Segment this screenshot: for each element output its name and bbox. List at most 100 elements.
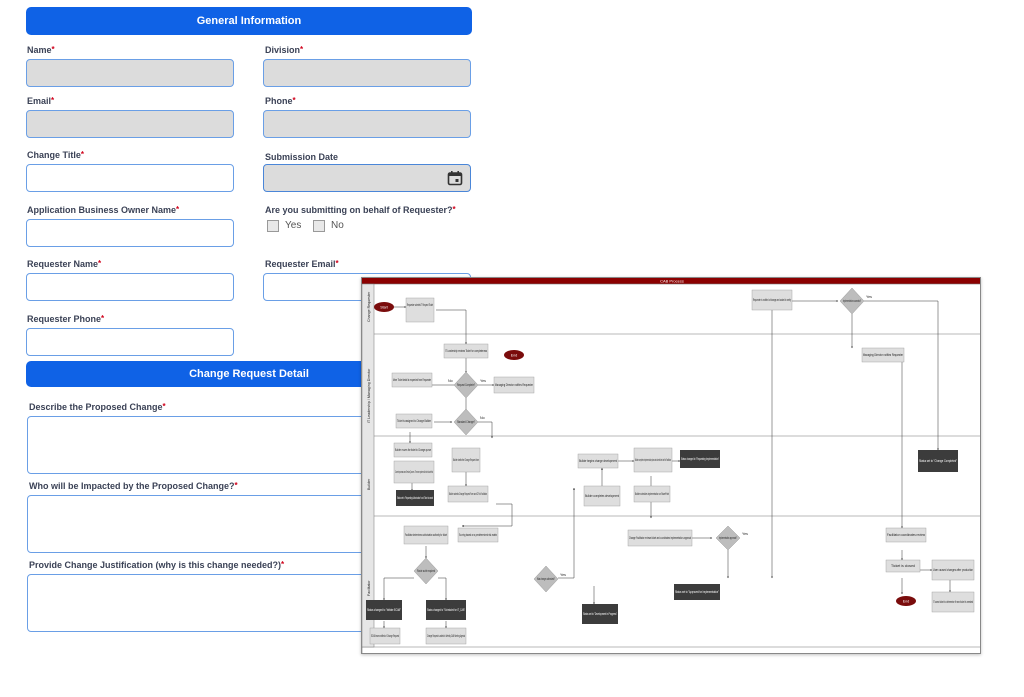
text-requester-submits: Requester submits IT Request Ticket [407,303,433,307]
box-status-ecab [366,600,402,620]
text-builder-submits: Builder submits Change Request Form and … [449,492,487,496]
text-status-ecab: Status changed to "Initiate ECAB" [367,608,401,612]
text-impl-successful: Implementation successful? [843,299,861,303]
yes-checkbox[interactable] [267,220,279,232]
app-owner-label: Application Business Owner Name* [27,205,180,215]
text-impl-approved: Implementation approved? [719,536,737,540]
text-managing-director-2: Managing Director notifies Requester [863,353,904,357]
end-node-1-label: End [511,353,517,357]
start-node [374,302,394,312]
box-it-leadership-reviews [443,343,489,359]
text-builder-completes-impl: Builder completes implementation plan an… [635,458,671,462]
text-builder-begins: Builder begins change development [579,459,617,463]
box-ecab-notified [369,627,401,645]
box-scoring [457,527,499,543]
on-behalf-label: Are you submitting on behalf of Requeste… [265,205,456,215]
box-builder-submits [447,485,489,503]
division-field[interactable] [263,59,471,87]
box-status-change-completed [918,450,958,472]
edge-label-yes-3: Yes [742,532,748,536]
text-builder-moves: Builder moves the ticket to Change queue [395,448,431,452]
requester-name-label: Requester Name* [27,259,102,269]
text-current-process: Current process uses Service Queues. The… [395,470,433,474]
phone-field[interactable] [263,110,471,138]
box-ticket-assigned [395,413,433,429]
decision-route-auth [413,557,439,585]
requester-phone-label: Requester Phone* [27,314,105,324]
edge-label-no-1: No [448,379,453,383]
text-ticket-assigned: Ticket is assigned to Change Builder [397,419,431,423]
box-current-process [393,460,435,484]
name-label: Name* [27,45,55,55]
decision-impl-approved [715,525,741,551]
email-field[interactable] [26,110,234,138]
requester-name-field[interactable] [26,273,234,301]
box-user-caused [931,559,975,581]
requester-email-label: Requester Email* [265,259,339,269]
box-status-requesting-auth [396,490,434,506]
text-it-uses-ticket: IT uses ticket to determine if new ticke… [933,600,973,604]
text-builder-schedules: Builder schedules implementation on Shar… [635,492,669,496]
flowchart-connectors [383,300,951,629]
box-status-scheduled [426,600,466,620]
decision-request-complete [453,371,479,399]
box-change-added [425,627,467,645]
text-managing-director: Managing Director notifies Requester [495,383,534,387]
decision-impl-successful [839,287,865,315]
box-builder-begins [577,453,619,469]
general-information-header: General Information [26,7,472,35]
text-route-auth: Route auth required [417,569,435,573]
change-title-label: Change Title* [27,150,84,160]
requester-phone-field[interactable] [26,328,234,356]
text-it-leadership-reviews: IT Leadership reviews Ticket for complet… [445,349,487,353]
lane-builder: Builder [367,478,371,490]
box-status-dev-progress [582,604,618,624]
text-builder-drafts: Builder drafts the Change Request form [453,458,479,462]
box-status-approved-impl [674,584,720,600]
name-field[interactable] [26,59,234,87]
impacted-label: Who will be Impacted by the Proposed Cha… [29,481,238,491]
text-facilitator-determines: Facilitator determines authorization aut… [405,533,447,537]
text-more-detail: More Ticket detail is requested from Req… [393,378,431,382]
lane-facilitator: Facilitator [367,580,371,596]
lane-change-requester: Change Requester [367,291,371,322]
box-managing-director-2 [861,347,905,363]
box-facilitator-determines [403,525,449,545]
flowchart-canvas: CAB Process Change Requester IT Leadersh… [362,278,980,653]
no-label: No [331,220,344,231]
yes-label: Yes [285,220,302,231]
phone-label: Phone* [265,96,296,106]
text-user-caused: User caused changes after production [933,568,973,572]
text-status-change-completed: Status set to "Change Completed" [919,459,957,463]
describe-change-label: Describe the Proposed Change* [29,402,166,412]
end-node-2 [896,596,916,606]
box-builder-completes-dev [583,485,621,507]
change-title-field[interactable] [26,164,234,192]
cab-process-flowchart: CAB Process Change Requester IT Leadersh… [361,277,981,654]
box-managing-director [493,376,535,394]
app-owner-field[interactable] [26,219,234,247]
no-checkbox[interactable] [313,220,325,232]
box-builder-moves [393,442,433,458]
text-status-approved-impl: Status set to "Approved for Implementati… [675,590,719,594]
edge-label-yes-2: Yes [560,573,566,577]
submission-date-label: Submission Date [265,152,339,162]
box-ticket-closed [885,559,921,573]
flowchart-title: CAB Process [660,279,684,284]
text-standard-change: Standard Change? [457,420,475,424]
box-builder-schedules [633,485,671,503]
submission-date-field[interactable] [263,164,471,192]
box-more-detail [391,372,433,388]
box-builder-drafts [451,447,481,473]
flowchart-title-bar [362,278,980,284]
edge-label-no-2: No [480,416,485,420]
text-builder-completes-dev: Builder completes development [585,494,619,498]
text-change-facilitator-reviews: Change Facilitator reviews ticket and co… [629,536,691,540]
text-requester-notified: Requester is notified of change and aske… [753,298,791,302]
text-ticket-closed: Ticket is closed [891,564,915,568]
decision-standard-change [453,408,479,436]
process-boxes [369,289,975,645]
box-requester-submits [405,297,435,323]
calendar-icon[interactable] [447,170,463,186]
text-change-added: Change Request is added to Weekly CAB Me… [427,634,465,638]
